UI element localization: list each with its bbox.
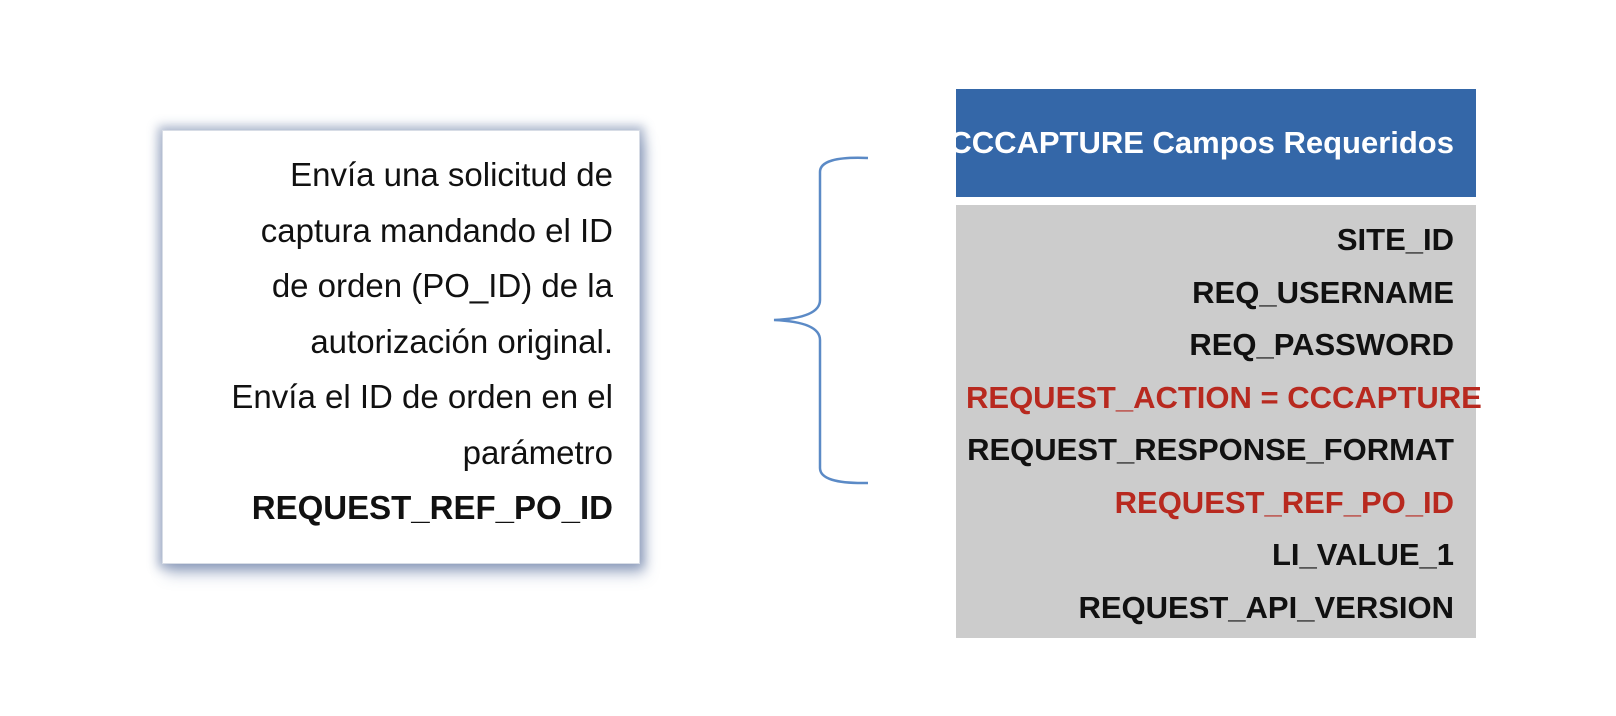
description-param: REQUEST_REF_PO_ID (251, 489, 613, 526)
field-request-api-version: REQUEST_API_VERSION (1078, 589, 1454, 625)
field-req-username: REQ_USERNAME (1192, 274, 1454, 310)
field-req-password: REQ_PASSWORD (1189, 327, 1454, 362)
curly-brace-connector (773, 156, 869, 485)
description-line: de orden (PO_ID) de la (271, 267, 613, 304)
description-line: captura mandando el ID (260, 211, 613, 249)
field-li-value-1: LI_VALUE_1 (1271, 537, 1454, 572)
description-line: parámetro (462, 433, 613, 471)
required-fields-title: CCCAPTURE Campos Requeridos (949, 125, 1454, 160)
field-site-id: SITE_ID (1336, 222, 1454, 257)
field-request-action: REQUEST_ACTION = CCCAPTURE (966, 379, 1482, 415)
description-box: Envía una solicitud de captura mandando … (162, 130, 640, 564)
description-line: Envía una solicitud de (290, 156, 613, 193)
description-line: autorización original. (310, 322, 613, 360)
description-line: Envía el ID de orden en el (231, 378, 613, 415)
field-request-response-format: REQUEST_RESPONSE_FORMAT (967, 432, 1454, 467)
required-fields-list: SITE_ID REQ_USERNAME REQ_PASSWORD REQUES… (956, 205, 1482, 638)
required-fields-header: CCCAPTURE Campos Requeridos (949, 89, 1476, 197)
field-request-ref-po-id: REQUEST_REF_PO_ID (1114, 484, 1454, 520)
